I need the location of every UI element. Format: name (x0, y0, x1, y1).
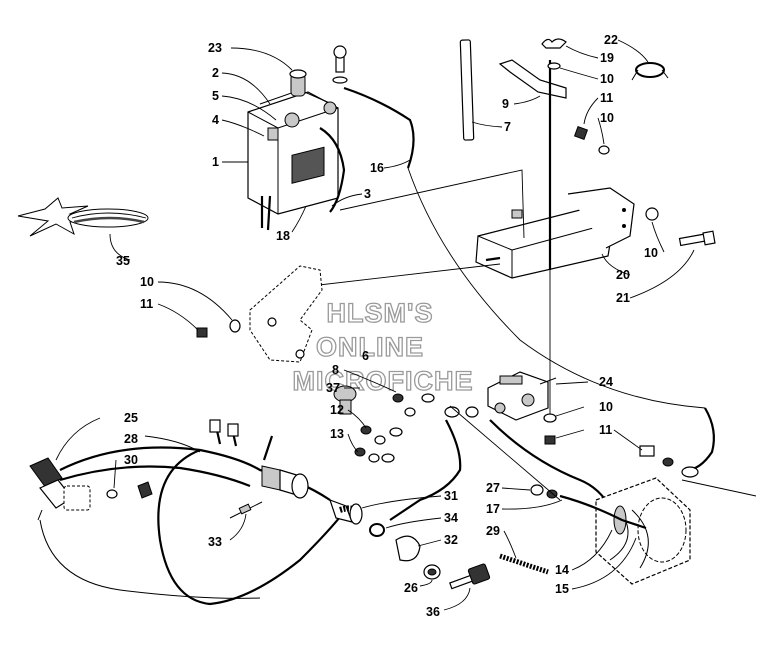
callout-15: 15 (555, 582, 569, 596)
callout-32: 32 (444, 533, 458, 547)
callout-30: 30 (124, 453, 138, 467)
leader-lines (55, 39, 695, 611)
diode-resistor (229, 501, 263, 519)
cable-terminal-end (639, 407, 715, 478)
callout-18: 18 (276, 229, 290, 243)
watermark-line3: MICROFICHE (293, 366, 474, 396)
mounting-plate (249, 265, 323, 363)
callout-11-solenoid: 11 (599, 423, 612, 437)
starter-solenoid (487, 371, 557, 421)
stud-29 (499, 553, 549, 575)
ignition-switch (329, 498, 363, 525)
callout-10-top: 10 (600, 72, 614, 86)
callout-8: 8 (332, 363, 339, 377)
battery-tray (475, 187, 635, 279)
callout-numbers: 23 2 5 4 1 18 3 16 22 19 10 9 11 10 7 35… (116, 33, 658, 619)
callout-13: 13 (330, 427, 344, 441)
callout-2: 2 (212, 66, 219, 80)
callout-21: 21 (616, 291, 630, 305)
wiring-harness (39, 419, 345, 606)
nut-27 (530, 484, 544, 496)
starter-cable (489, 419, 613, 511)
callout-11-top: 11 (600, 91, 613, 105)
callout-31: 31 (444, 489, 458, 503)
callout-11-left: 11 (140, 297, 153, 311)
callout-16: 16 (370, 161, 384, 175)
callout-22: 22 (604, 33, 618, 47)
nut-11-solenoid (544, 435, 556, 445)
battery-bolt (332, 45, 348, 84)
callout-34: 34 (444, 511, 458, 525)
nut-11-left (196, 327, 208, 338)
washer-10-solenoid (543, 413, 557, 423)
callout-36: 36 (426, 605, 440, 619)
key-cap-26 (423, 564, 441, 580)
washer-10-left (229, 319, 241, 333)
callout-12: 12 (330, 403, 344, 417)
ignition-key (449, 563, 491, 590)
positive-cable (343, 86, 415, 169)
callout-4: 4 (212, 113, 219, 127)
watermark: HLSM'S ONLINE MICROFICHE (292, 297, 474, 396)
callout-26: 26 (404, 581, 418, 595)
nut-11 (573, 125, 589, 141)
hold-down-strap (459, 39, 475, 141)
callout-19: 19 (600, 51, 614, 65)
callout-29: 29 (486, 524, 500, 538)
washer-top (547, 62, 561, 70)
callout-14: 14 (555, 563, 569, 577)
callout-1: 1 (212, 155, 219, 169)
callout-10-tray: 10 (644, 246, 658, 260)
callout-17: 17 (486, 502, 500, 516)
callout-10-left: 10 (140, 275, 154, 289)
washer-10-tray (645, 207, 659, 221)
callout-7: 7 (504, 120, 511, 134)
switch-plate-32 (395, 535, 421, 562)
callout-37: 37 (326, 381, 340, 395)
callout-6: 6 (362, 349, 369, 363)
callout-10-right: 10 (600, 111, 614, 125)
battery (247, 89, 339, 231)
callout-10-solenoid: 10 (599, 400, 613, 414)
callout-33: 33 (208, 535, 222, 549)
terminal-cap (333, 385, 357, 415)
callout-23: 23 (208, 41, 222, 55)
washer-10 (598, 145, 610, 155)
terminal-hardware (354, 393, 479, 463)
callout-25: 25 (124, 411, 138, 425)
starter-motor (595, 477, 691, 585)
fuse-holder (63, 485, 118, 511)
wing-nut (541, 38, 567, 49)
snowflake-brand-logo (17, 197, 149, 237)
callout-20: 20 (616, 268, 630, 282)
callout-35: 35 (116, 254, 130, 268)
callout-28: 28 (124, 432, 138, 446)
callout-5: 5 (212, 89, 219, 103)
watermark-line1: HLSM'S (327, 298, 434, 328)
cable-clamp (631, 62, 669, 81)
callout-9: 9 (502, 97, 509, 111)
callout-24: 24 (599, 375, 613, 389)
terminal-boot (289, 69, 307, 97)
tray-bolt (678, 230, 716, 247)
switch-nut-34 (369, 523, 385, 537)
positive-cable-run (407, 167, 706, 409)
callout-27: 27 (486, 481, 500, 495)
watermark-line2: ONLINE (316, 332, 424, 362)
callout-3: 3 (364, 187, 371, 201)
